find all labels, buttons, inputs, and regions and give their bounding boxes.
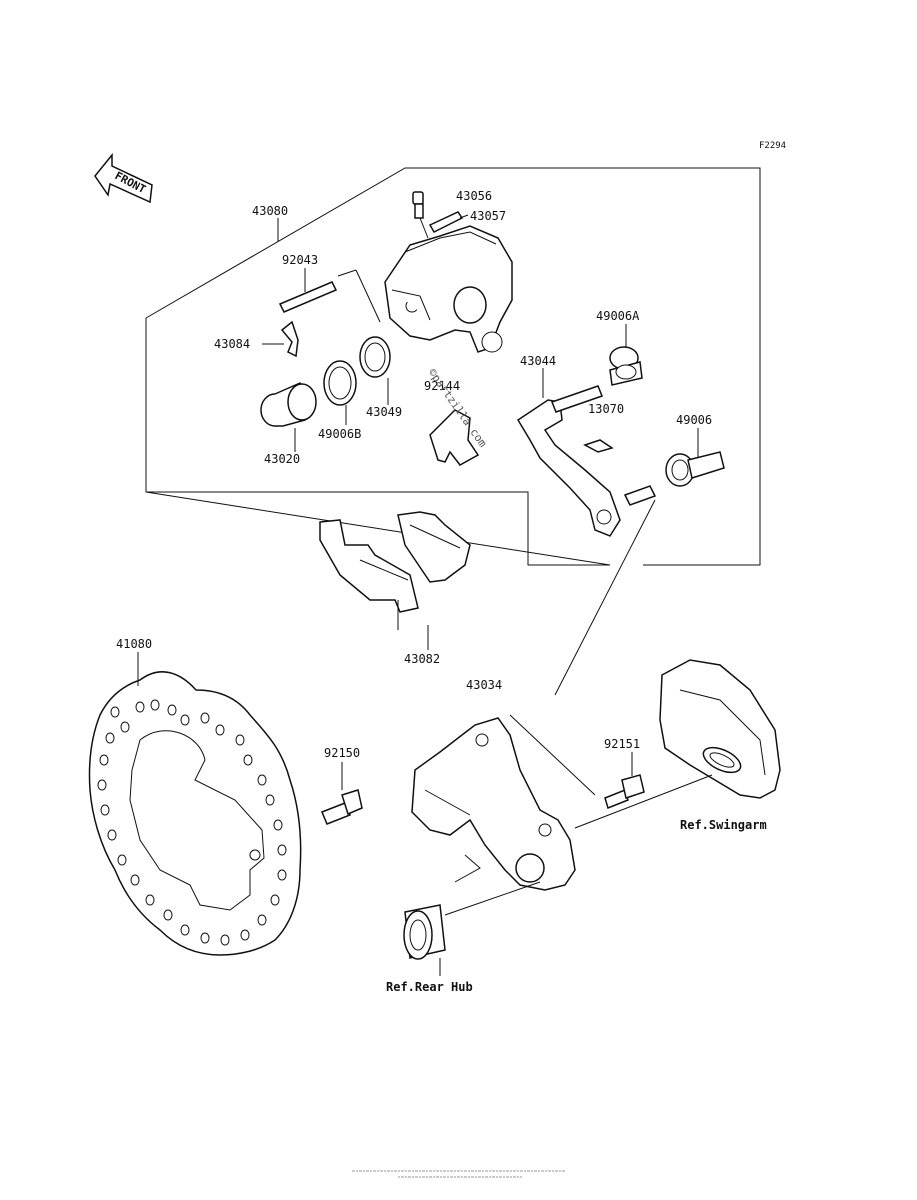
part-label-43082[interactable]: 43082 xyxy=(404,652,440,666)
rear-hub-collar xyxy=(403,904,446,960)
figure-code: F2294 xyxy=(759,141,786,151)
part-label-41080[interactable]: 41080 xyxy=(116,637,152,651)
swingarm-ref-part xyxy=(659,659,781,799)
part-label-49006b[interactable]: 49006B xyxy=(318,427,361,441)
piston xyxy=(260,382,317,427)
footer-fine-print xyxy=(352,1170,565,1178)
brake-disc xyxy=(88,671,302,956)
disc-vent-holes xyxy=(97,699,287,946)
pad-clip xyxy=(583,439,614,453)
brake-pad-right xyxy=(397,511,471,583)
part-label-49006a[interactable]: 49006A xyxy=(596,309,640,323)
part-label-13070[interactable]: 13070 xyxy=(588,402,624,416)
caliper-body xyxy=(384,225,513,353)
part-label-49006[interactable]: 49006 xyxy=(676,413,712,427)
part-label-43044[interactable]: 43044 xyxy=(520,354,556,368)
caliper-pin xyxy=(278,269,381,323)
part-label-43020[interactable]: 43020 xyxy=(264,452,300,466)
part-label-43080[interactable]: 43080 xyxy=(252,204,288,218)
torque-bracket xyxy=(411,717,576,891)
disc-bolt xyxy=(321,762,363,825)
part-label-43056[interactable]: 43056 xyxy=(456,189,492,203)
pad-spring xyxy=(429,409,480,466)
part-label-43084[interactable]: 43084 xyxy=(214,337,250,351)
part-label-92144[interactable]: 92144 xyxy=(424,379,460,393)
bleeder-valve xyxy=(412,191,429,239)
part-label-92150[interactable]: 92150 xyxy=(324,746,360,760)
piston-seal xyxy=(359,336,391,378)
pin-clip xyxy=(280,320,299,358)
bracket-leader xyxy=(454,714,596,883)
part-label-92043[interactable]: 92043 xyxy=(282,253,318,267)
part-label-43057[interactable]: 43057 xyxy=(470,209,506,223)
leader-lines xyxy=(137,214,713,976)
ref-rear-hub-label: Ref.Rear Hub xyxy=(386,980,473,994)
part-label-92151[interactable]: 92151 xyxy=(604,737,640,751)
boot-49006a xyxy=(609,346,643,386)
ref-swingarm-label: Ref.Swingarm xyxy=(680,818,767,832)
pad-leader xyxy=(397,600,429,650)
dust-seal xyxy=(323,360,357,406)
caliper-assembly-outline xyxy=(145,167,761,566)
part-label-43049[interactable]: 43049 xyxy=(366,405,402,419)
part-label-43034[interactable]: 43034 xyxy=(466,678,502,692)
front-arrow-icon: FRONT xyxy=(94,152,153,204)
boot-49006 xyxy=(665,451,725,487)
brake-pad-left xyxy=(319,519,419,613)
bracket-bolt xyxy=(604,752,645,810)
caliper-bracket xyxy=(516,385,657,537)
bleeder-cap xyxy=(428,211,464,233)
